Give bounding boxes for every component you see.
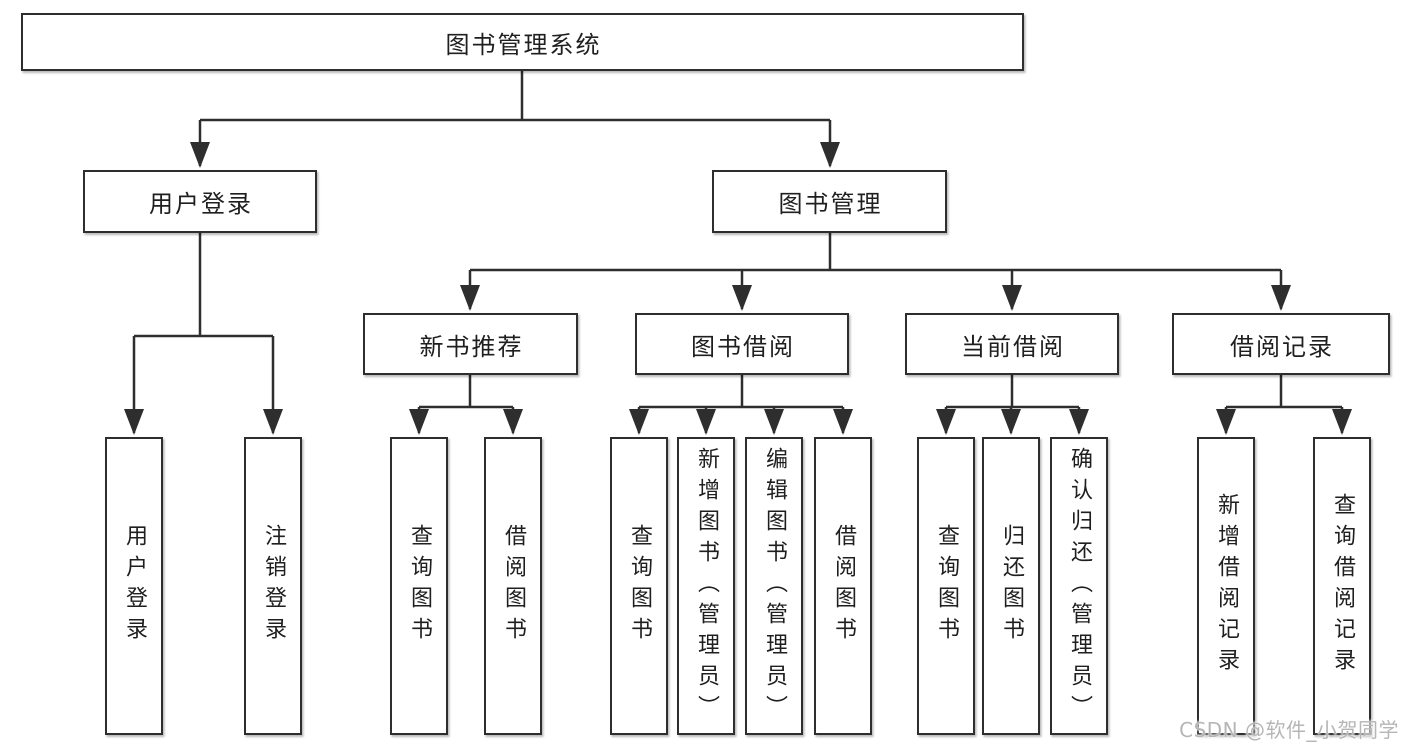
leaf-confirm-return-admin: 确认归还（管理员） (1050, 437, 1108, 735)
leaf-add-borrow-record: 新增借阅记录 (1197, 437, 1255, 735)
csdn-watermark: CSDN @软件_小贺同学 (1179, 718, 1399, 742)
node-book-management: 图书管理 (712, 170, 947, 233)
node-label: 注销登录 (261, 524, 286, 648)
node-label: 借阅记录 (1230, 332, 1334, 361)
node-label: 借阅图书 (831, 524, 856, 648)
node-label: 查询图书 (407, 524, 432, 648)
node-label: 当前借阅 (961, 332, 1065, 361)
node-label: 用户登录 (149, 190, 253, 218)
leaf-query-books-borrow: 查询图书 (610, 437, 668, 735)
leaf-logout: 注销登录 (244, 437, 302, 735)
leaf-borrow-books: 借阅图书 (814, 437, 872, 735)
node-user-login: 用户登录 (83, 170, 317, 233)
node-label: 借阅图书 (501, 524, 526, 648)
node-label: 图书管理系统 (445, 30, 602, 59)
leaf-edit-books-admin: 编辑图书（管理员） (745, 437, 803, 735)
node-borrowing-records: 借阅记录 (1172, 313, 1390, 375)
node-book-borrowing: 图书借阅 (635, 313, 849, 375)
leaf-add-books-admin: 新增图书（管理员） (677, 437, 735, 735)
node-label: 新书推荐 (419, 332, 524, 361)
node-label: 用户登录 (122, 524, 147, 648)
node-library-management-system: 图书管理系统 (21, 13, 1024, 71)
leaf-borrow-books-recommend: 借阅图书 (484, 437, 542, 735)
leaf-user-login: 用户登录 (105, 437, 163, 735)
node-label: 图书借阅 (691, 332, 795, 361)
node-label: 新增图书（管理员） (694, 446, 719, 726)
node-label: 查询借阅记录 (1330, 493, 1355, 679)
node-label: 归还图书 (999, 524, 1024, 648)
node-label: 查询图书 (934, 524, 959, 648)
leaf-query-books-current: 查询图书 (917, 437, 975, 735)
node-current-borrowing: 当前借阅 (905, 313, 1119, 375)
node-label: 编辑图书（管理员） (762, 446, 787, 726)
node-label: 新增借阅记录 (1214, 493, 1239, 679)
leaf-query-books-recommend: 查询图书 (390, 437, 448, 735)
leaf-query-borrow-record: 查询借阅记录 (1313, 437, 1371, 735)
leaf-return-books: 归还图书 (982, 437, 1040, 735)
node-new-book-recommendation: 新书推荐 (363, 313, 578, 375)
node-label: 图书管理 (778, 190, 883, 218)
node-label: 确认归还（管理员） (1067, 446, 1092, 726)
node-label: 查询图书 (627, 524, 652, 648)
